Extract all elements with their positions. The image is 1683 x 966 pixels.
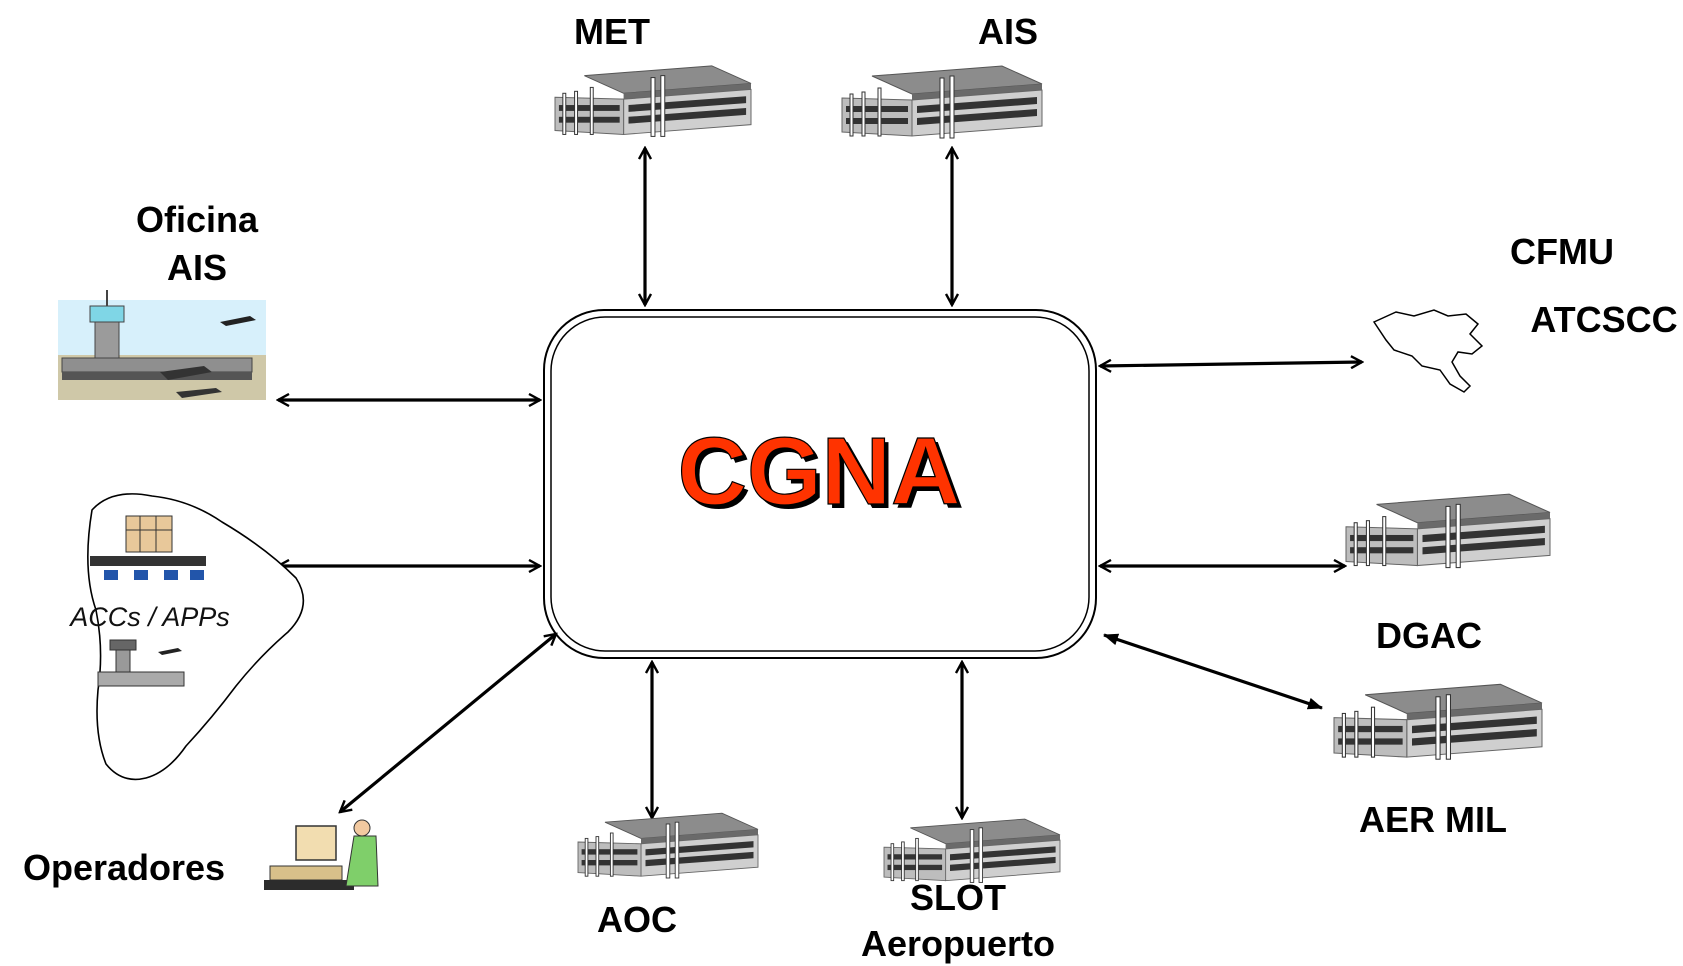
node-ais: AIS bbox=[841, 11, 1043, 139]
operadores-label: Operadores bbox=[23, 847, 225, 888]
node-operadores: Operadores bbox=[23, 819, 379, 890]
slot-label-line2: Aeropuerto bbox=[861, 923, 1055, 964]
aer-mil-label: AER MIL bbox=[1359, 799, 1507, 840]
dgac-label: DGAC bbox=[1376, 615, 1482, 656]
oficina-ais-label-line1: Oficina bbox=[136, 199, 259, 240]
building-icon bbox=[577, 812, 759, 879]
ais-label: AIS bbox=[978, 11, 1038, 52]
control-tower-icon bbox=[97, 639, 185, 687]
building-icon bbox=[841, 65, 1043, 139]
cgna-box: CGNA CGNA bbox=[543, 309, 1097, 659]
node-cfmu: CFMU ATCSCC bbox=[1372, 231, 1678, 393]
node-aoc: AOC bbox=[577, 812, 759, 940]
node-slot: SLOT Aeropuerto bbox=[861, 818, 1061, 964]
slot-label-line1: SLOT bbox=[910, 877, 1006, 918]
node-accs: ACCs / APPs bbox=[68, 493, 305, 781]
aer-mil-connector bbox=[1103, 633, 1323, 710]
building-icon bbox=[883, 818, 1061, 883]
met-label: MET bbox=[574, 11, 650, 52]
cfmu-label-line2: ATCSCC bbox=[1530, 299, 1677, 340]
radar-icon bbox=[90, 515, 206, 580]
oficina-ais-label-line2: AIS bbox=[167, 247, 227, 288]
aoc-label: AOC bbox=[597, 899, 677, 940]
connectors bbox=[278, 148, 1362, 818]
map-outline-icon bbox=[1372, 309, 1484, 393]
cgna-title-shadow: CGNA bbox=[682, 422, 965, 529]
south-america-map-icon bbox=[87, 493, 305, 781]
accs-label: ACCs / APPs bbox=[68, 602, 230, 632]
cfmu-connector bbox=[1100, 362, 1362, 366]
computer-operator-icon bbox=[264, 819, 379, 890]
node-met: MET bbox=[554, 11, 752, 137]
node-oficina-ais: Oficina AIS bbox=[58, 199, 266, 400]
operadores-connector bbox=[340, 634, 556, 812]
building-icon bbox=[1345, 493, 1551, 569]
cgna-title: CGNA bbox=[678, 418, 961, 525]
node-dgac: DGAC bbox=[1345, 493, 1551, 656]
building-icon bbox=[1333, 683, 1543, 760]
building-icon bbox=[554, 65, 752, 137]
cfmu-label-line1: CFMU bbox=[1510, 231, 1614, 272]
node-aer-mil: AER MIL bbox=[1333, 683, 1543, 840]
airport-icon bbox=[58, 290, 266, 400]
